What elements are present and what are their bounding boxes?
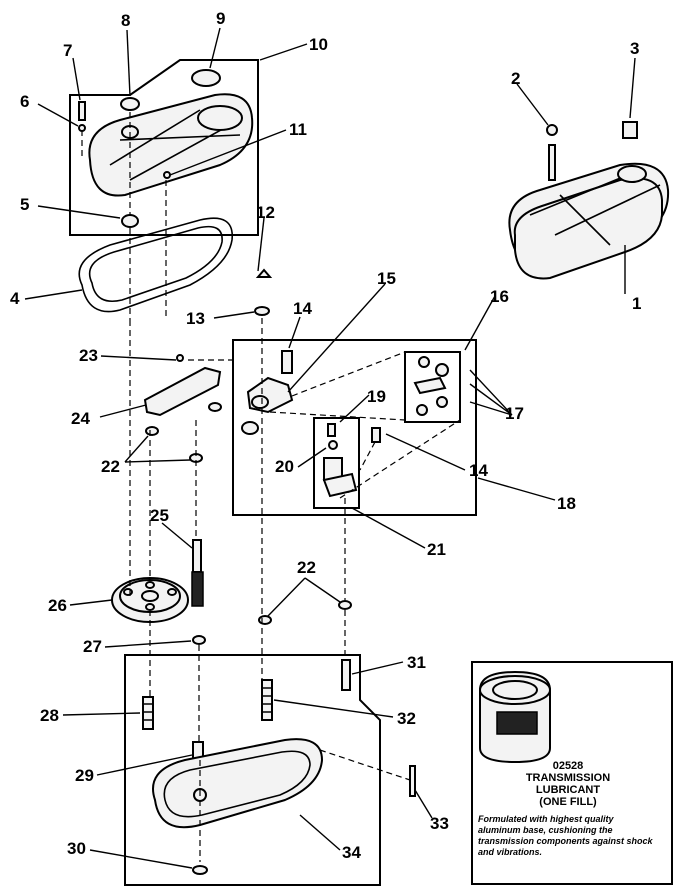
callout-2: 2 (511, 69, 520, 88)
callout-8: 8 (121, 11, 130, 30)
gearcase-cover (88, 93, 254, 197)
callout-19: 19 (367, 387, 386, 406)
callout-29: 29 (75, 766, 94, 785)
callout-7: 7 (63, 41, 72, 60)
washer-12 (255, 268, 273, 278)
washer-22c (208, 402, 222, 412)
callout-18: 18 (557, 494, 576, 513)
lubricant-note: 02528 TRANSMISSION LUBRICANT (ONE FILL) … (478, 760, 658, 858)
callout-34: 34 (342, 843, 361, 862)
bushing-5 (121, 214, 139, 228)
washer-17c (436, 396, 448, 408)
callout-21: 21 (427, 540, 446, 559)
callout-30: 30 (67, 839, 86, 858)
washer-20 (328, 440, 338, 450)
callout-6: 6 (20, 92, 29, 111)
kit-box-21 (313, 417, 360, 509)
callout-13: 13 (186, 309, 205, 328)
callout-9: 9 (216, 9, 225, 28)
pin-23 (176, 354, 184, 362)
pin-33 (409, 765, 416, 797)
callout-11: 11 (289, 120, 307, 139)
oil-seal-9 (191, 69, 221, 87)
idler-bracket-24 (143, 366, 222, 417)
callout-31: 31 (407, 653, 426, 672)
pin-11 (163, 171, 171, 179)
callout-23: 23 (79, 346, 98, 365)
shift-lever-21 (322, 457, 358, 498)
callout-3: 3 (630, 39, 639, 58)
callout-15: 15 (377, 269, 396, 288)
shaft-28 (142, 696, 154, 730)
callout-17: 17 (505, 404, 524, 423)
washer-17b (435, 363, 449, 377)
callout-1: 1 (632, 294, 641, 313)
shaft-32 (261, 679, 273, 721)
gearcase-assembly-1 (508, 144, 670, 280)
callout-14: 14 (293, 299, 312, 318)
callout-20: 20 (275, 457, 294, 476)
callout-10: 10 (309, 35, 328, 54)
callout-27: 27 (83, 637, 102, 656)
washer-22d (258, 615, 272, 625)
callout-33: 33 (430, 814, 449, 833)
cover-assembly-frame (69, 59, 259, 236)
lubricant-description: Formulated with highest quality aluminum… (478, 814, 653, 857)
callout-4: 4 (10, 289, 20, 308)
callout-5: 5 (20, 195, 29, 214)
cap-3 (622, 121, 638, 139)
worm-gear-26 (111, 577, 189, 623)
alignment-lines (81, 112, 461, 862)
callout-26: 26 (48, 596, 67, 615)
gasket (78, 217, 233, 313)
lubricant-can-icon (479, 670, 551, 764)
callout-25: 25 (150, 506, 169, 525)
callout-32: 32 (397, 709, 416, 728)
callout-24: 24 (71, 409, 90, 428)
link-17 (413, 376, 447, 395)
lubricant-title-line2: LUBRICANT (535, 784, 601, 796)
leader-lines (24, 27, 636, 869)
callout-16: 16 (490, 287, 509, 306)
plug-30 (192, 865, 208, 875)
callout-12: 12 (256, 203, 275, 222)
lubricant-part-number: 02528 (552, 760, 584, 772)
pin-14b (371, 427, 381, 443)
pin-19 (327, 423, 336, 437)
washer-17d (416, 404, 428, 416)
washer-27 (192, 635, 206, 645)
worm-shaft-25 (191, 539, 204, 607)
callout-22b: 22 (297, 558, 316, 577)
washer-22e (338, 600, 352, 610)
callout-28: 28 (40, 706, 59, 725)
washer-17a (418, 356, 430, 368)
bearing-8 (120, 97, 140, 111)
lubricant-box (471, 661, 673, 885)
lubricant-title-line1: TRANSMISSION (525, 772, 611, 784)
idler-group-box (232, 339, 477, 516)
washer-22a (145, 426, 159, 436)
kit-box-17 (404, 351, 461, 423)
gearcase-base-34 (152, 738, 324, 829)
idler-arm (241, 350, 294, 435)
callout-14b: 14 (469, 461, 488, 480)
washer-13 (254, 306, 270, 316)
callout-22a: 22 (101, 457, 120, 476)
washer-2 (546, 124, 558, 136)
shaft-31 (341, 659, 351, 691)
screw-7 (78, 101, 86, 121)
lubricant-title-line3: (ONE FILL) (539, 796, 597, 808)
